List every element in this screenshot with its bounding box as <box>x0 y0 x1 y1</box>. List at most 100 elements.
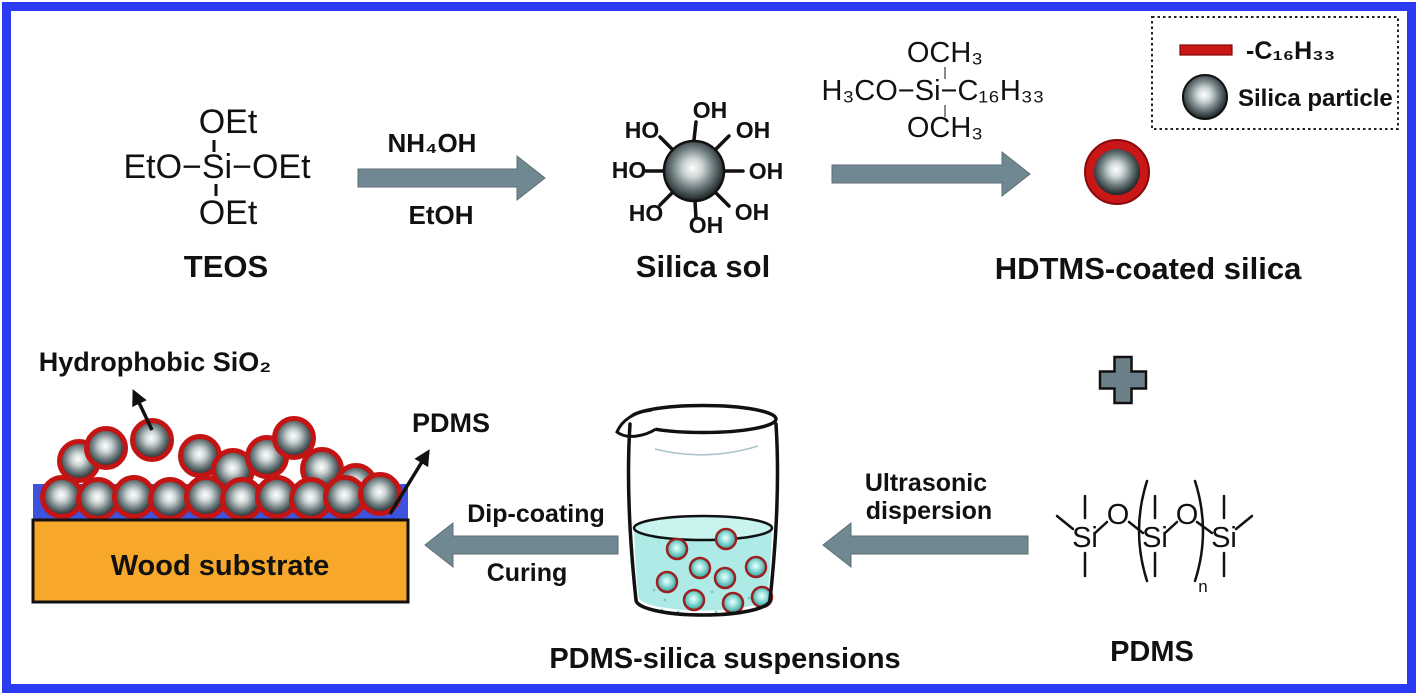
si-atom: Si <box>1072 522 1098 554</box>
oh-label-top-right: OH <box>736 117 771 143</box>
suspended-silica-particle <box>665 537 689 561</box>
suspended-particles <box>655 527 774 615</box>
silica-particle <box>184 475 228 519</box>
silica-particle <box>130 418 174 462</box>
beaker-spout <box>615 408 657 438</box>
curing-label: Curing <box>487 559 568 587</box>
right-arrow-icon <box>831 150 1031 198</box>
silica-particle <box>84 426 128 470</box>
o-atom: O <box>1107 499 1130 531</box>
si-atom: Si <box>1142 522 1168 554</box>
silica-sphere <box>662 139 726 203</box>
silica-particle <box>148 477 192 521</box>
oh-spoke <box>713 190 731 208</box>
silica-particle-icon <box>1182 74 1228 120</box>
suspension-caption: PDMS-silica suspensions <box>549 643 900 675</box>
close-parenthesis <box>1193 479 1205 583</box>
oh-label-bottom-right: OH <box>735 199 770 225</box>
ultrasonic-step: Ultrasonic dispersion <box>822 469 1029 569</box>
beaker-wall-left <box>626 422 638 602</box>
reagent-nh4oh: NH₄OH <box>388 128 477 158</box>
ultrasonic-label-line1: Ultrasonic <box>865 469 987 497</box>
dip-coating-label: Dip-coating <box>467 500 605 528</box>
terminal-bond <box>1234 514 1254 531</box>
suspended-silica-particle <box>688 556 712 580</box>
open-parenthesis <box>1137 479 1149 583</box>
pdms-pointer-arrow <box>388 449 430 515</box>
silica-particle <box>358 472 402 516</box>
hdtms-coated-silica: HDTMS-coated silica <box>995 139 1302 286</box>
suspended-silica-particle <box>655 570 679 594</box>
suspended-silica-particle <box>713 566 737 590</box>
right-arrow-icon <box>357 154 546 202</box>
coating-particles <box>40 416 402 521</box>
oh-spoke <box>713 134 731 152</box>
oh-spoke <box>658 190 675 207</box>
legend-box: -C₁₆H₃₃ Silica particle <box>1151 16 1399 130</box>
silica-particle <box>112 475 156 519</box>
o-atom: O <box>1176 499 1199 531</box>
c16h33-line-icon <box>1179 44 1233 56</box>
beaker-inner-line <box>654 445 759 456</box>
left-arrow-icon <box>822 521 1029 569</box>
silica-sphere <box>1094 149 1140 195</box>
ultrasonic-label-line2: dispersion <box>866 497 992 525</box>
hdtms-middle-row: H₃CO−Si−C₁₆H₃₃ <box>822 75 1045 107</box>
silica-particle <box>40 475 84 519</box>
wood-substrate-block <box>31 518 410 604</box>
legend-line-label: -C₁₆H₃₃ <box>1246 37 1335 65</box>
hydrophobic-sio2-label: Hydrophobic SiO₂ <box>39 347 272 377</box>
pdms-layer-label: PDMS <box>412 408 490 438</box>
teos-middle-row: EtO−Si−OEt <box>123 148 311 186</box>
hdtms-och3-bottom: OCH₃ <box>907 112 983 144</box>
oh-spoke <box>692 120 698 142</box>
oh-label-top: OH <box>693 97 728 123</box>
repeat-subscript-n: n <box>1198 577 1207 596</box>
oh-spoke <box>658 135 675 152</box>
oh-label-bottom: OH <box>689 212 724 238</box>
silica-sol-caption: Silica sol <box>636 249 770 284</box>
ho-label-top-left: HO <box>625 117 660 143</box>
wood-substrate-label: Wood substrate <box>111 550 330 582</box>
suspended-silica-particle <box>721 591 745 615</box>
pdms-caption: PDMS <box>1110 636 1194 668</box>
legend-particle-label: Silica particle <box>1238 85 1393 112</box>
liquid-surface <box>632 514 774 542</box>
silica-sol: OH OH OH OH OH HO HO HO Silica sol <box>612 97 784 284</box>
si-o-bond <box>1127 520 1145 535</box>
suspended-silica-particle <box>682 588 706 612</box>
beaker-bottom <box>634 598 772 617</box>
suspension-beaker: PDMS-silica suspensions <box>549 403 901 675</box>
ho-label-left: HO <box>612 157 647 183</box>
hdtms-structure: OCH₃ H₃CO−Si−C₁₆H₃₃ OCH₃ <box>822 37 1045 144</box>
dip-coating-step: Dip-coating Curing <box>424 500 619 587</box>
reagent-etoh: EtOH <box>409 200 474 230</box>
silica-particle <box>272 416 316 460</box>
suspended-silica-particle <box>714 527 738 551</box>
reaction-arrow-1: NH₄OH EtOH <box>357 128 546 230</box>
silica-particle <box>76 477 120 521</box>
coated-silica-caption: HDTMS-coated silica <box>995 251 1302 286</box>
teos-oet-top: OEt <box>199 103 258 141</box>
sio2-pointer-arrow <box>132 389 154 431</box>
ho-label-bottom-left: HO <box>629 200 664 226</box>
si-o-bond <box>1195 520 1214 535</box>
pdms-structure: Si O Si O Si n PDMS <box>1055 479 1254 668</box>
suspended-silica-particle <box>744 555 768 579</box>
coated-wood-substrate: Wood substrate Hydrophobic SiO₂ PDMS <box>31 347 490 604</box>
terminal-bond <box>1055 514 1075 531</box>
oh-label-right: OH <box>749 158 784 184</box>
beaker-wall-right <box>768 422 780 602</box>
teos-structure: OEt EtO−Si−OEt OEt TEOS <box>123 103 311 284</box>
hdtms-och3-top: OCH₃ <box>907 37 983 69</box>
si-o-bond <box>1093 520 1109 535</box>
si-atom: Si <box>1211 522 1237 554</box>
left-arrow-icon <box>424 521 619 569</box>
si-o-bond <box>1163 520 1179 535</box>
plus-icon <box>1098 355 1148 405</box>
teos-caption: TEOS <box>184 249 268 284</box>
oh-spoke <box>693 199 698 220</box>
